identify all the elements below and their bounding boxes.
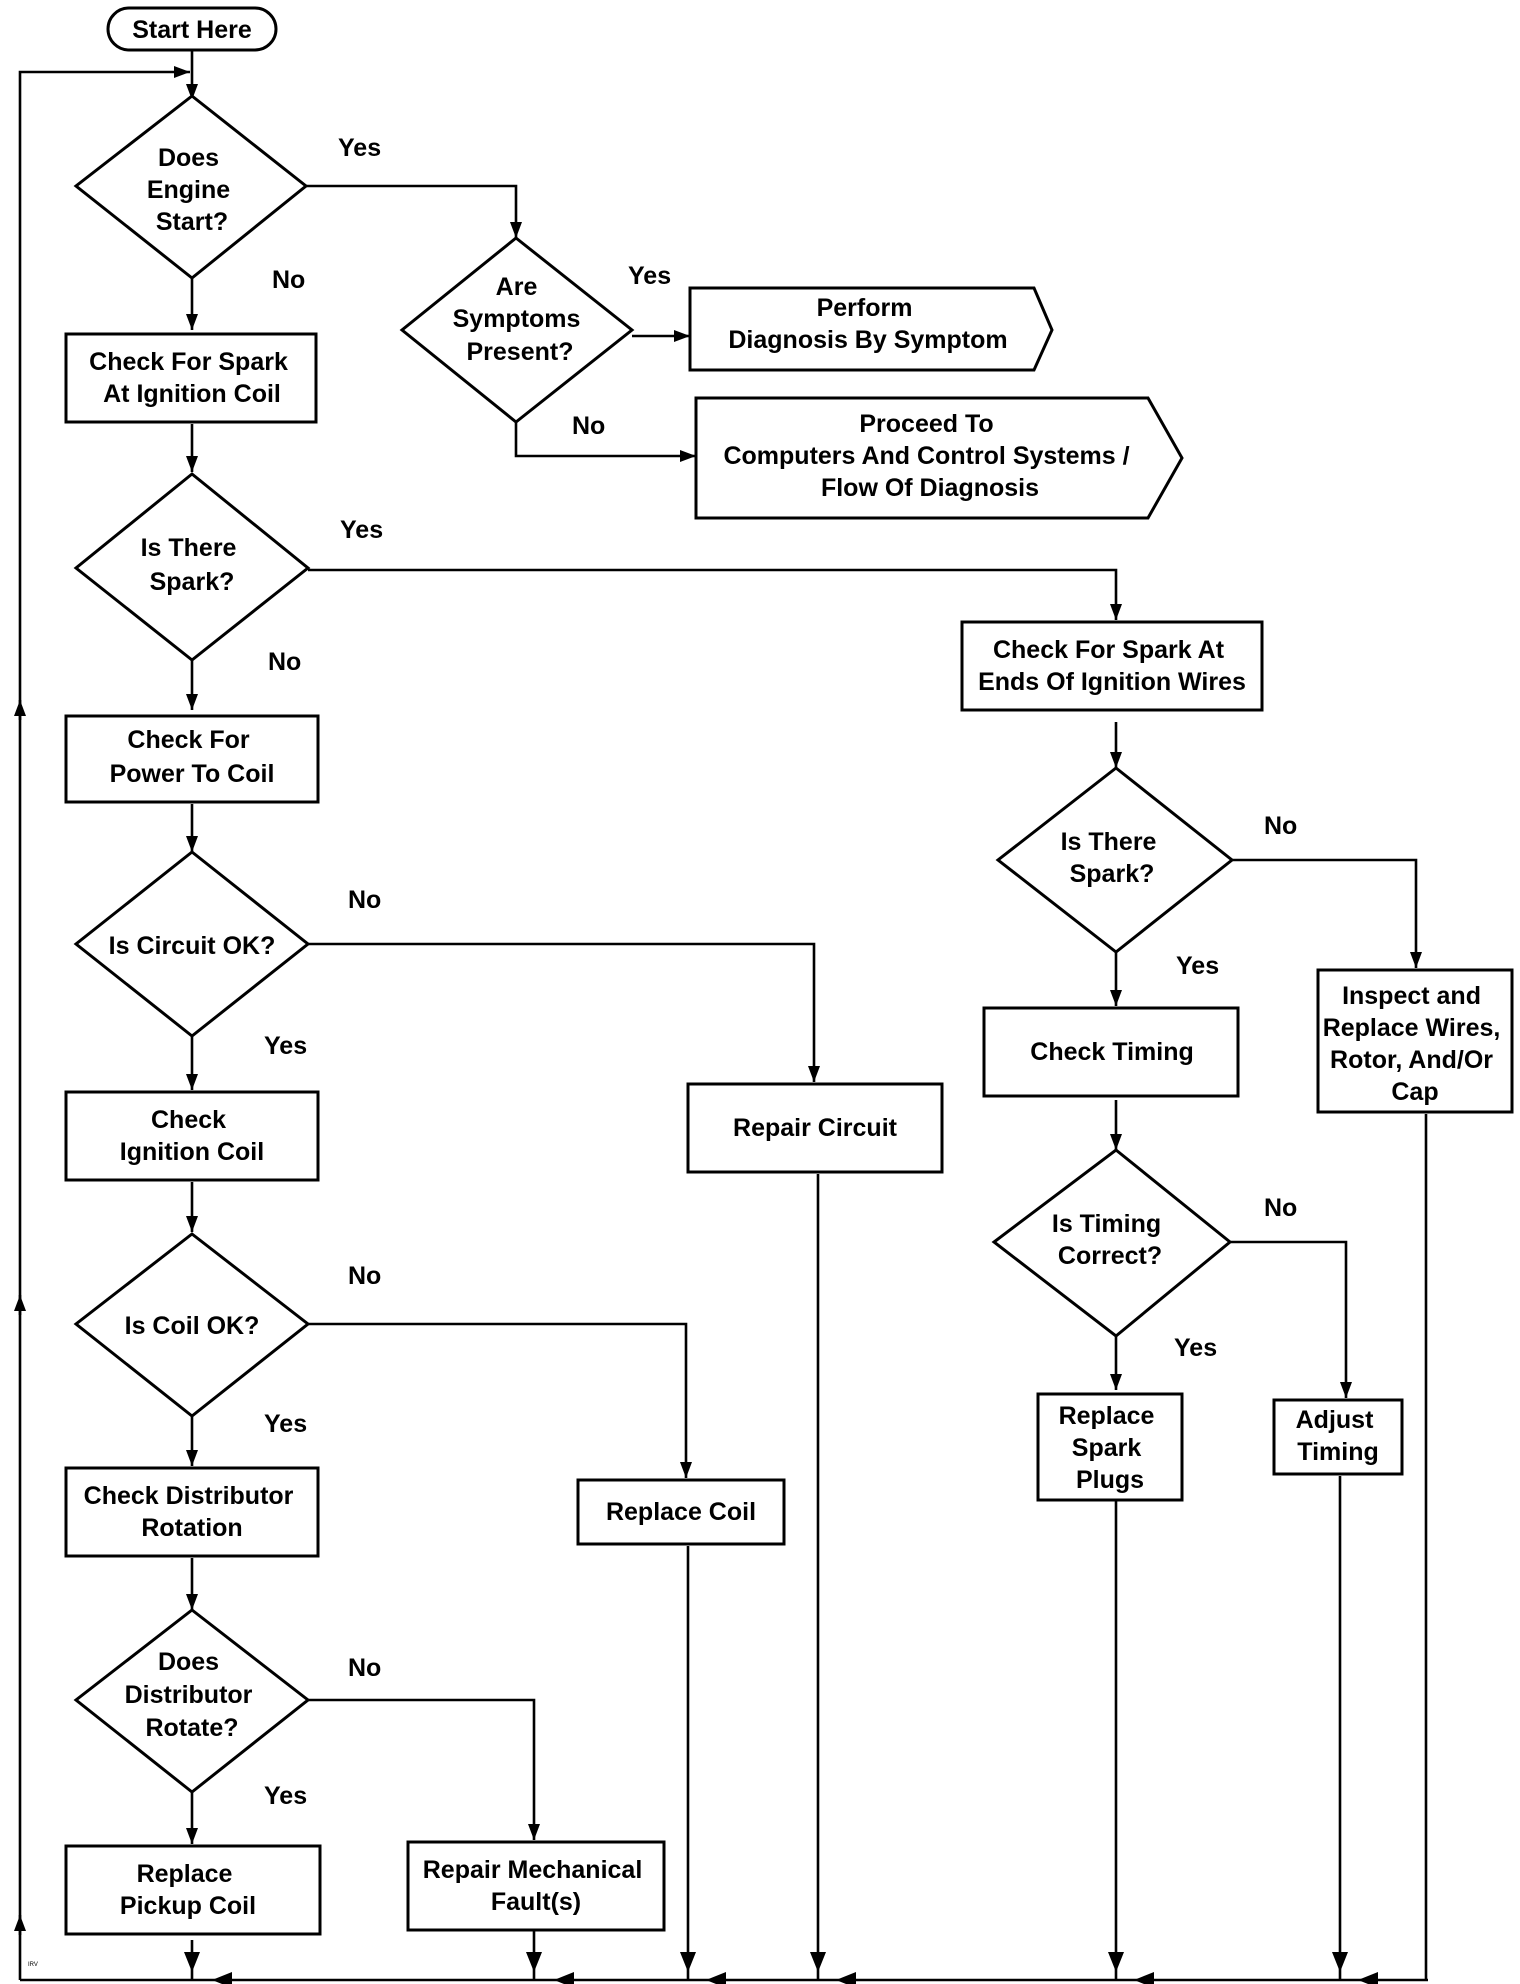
box-replace-pickup-coil	[64, 1844, 322, 1936]
decision-does-distributor-rotate	[73, 1608, 311, 1794]
arrowhead	[836, 1972, 856, 1984]
box-check-distributor-rotation	[64, 1466, 320, 1558]
arrowhead	[810, 1952, 826, 1972]
node-text: Perform Diagnosis By Symptom	[728, 294, 1007, 354]
node-text: Replace Coil	[606, 1498, 756, 1526]
node-text: Repair Circuit	[733, 1114, 898, 1142]
node-text: Inspect and Replace Wires, Rotor, And/Or…	[1323, 982, 1508, 1106]
connector	[308, 568, 1122, 620]
node-text: Are Symptoms Present?	[453, 273, 588, 366]
yes-label: Yes	[264, 1032, 307, 1060]
connectors	[14, 48, 1428, 1984]
arrowhead	[184, 1952, 200, 1972]
arrowhead	[706, 1972, 726, 1984]
no-label: No	[348, 1654, 381, 1682]
box-check-power-coil	[64, 714, 320, 804]
connector	[1232, 858, 1422, 968]
no-label: No	[272, 266, 305, 294]
arrowhead	[1332, 1952, 1348, 1972]
no-label: No	[348, 886, 381, 914]
box-check-ignition-coil	[64, 1090, 320, 1182]
decision-are-symptoms-present	[399, 236, 635, 424]
box-check-spark-wires	[960, 620, 1264, 712]
arrowhead	[1358, 1972, 1378, 1984]
node-text: Check Distributor Rotation	[84, 1482, 301, 1542]
arrowhead	[554, 1972, 574, 1984]
node-text: Is Circuit OK?	[109, 932, 276, 960]
node-text: Repair Mechanical Fault(s)	[423, 1856, 649, 1916]
decision-is-there-spark-2	[995, 766, 1235, 954]
decision-does-engine-start	[73, 94, 309, 280]
yes-label: Yes	[338, 134, 381, 162]
connector	[308, 1322, 692, 1478]
decision-is-there-spark-1	[73, 472, 311, 662]
decision-is-coil-ok	[73, 1232, 311, 1418]
box-replace-coil	[576, 1478, 786, 1546]
yes-label: Yes	[264, 1410, 307, 1438]
yes-label: Yes	[628, 262, 671, 290]
node-text: Replace Pickup Coil	[120, 1860, 256, 1920]
box-check-spark-coil	[64, 332, 318, 424]
node-text: Check For Spark At Ends Of Ignition Wire…	[978, 636, 1246, 696]
yes-label: Yes	[340, 516, 383, 544]
node-text: Adjust Timing	[1296, 1406, 1381, 1466]
loop-return-line	[18, 66, 190, 1980]
connector	[308, 942, 820, 1082]
offpage-perform-diagnosis	[688, 286, 1054, 372]
box-replace-spark-plugs	[1036, 1392, 1184, 1502]
connector	[514, 422, 696, 462]
node-text: Replace Spark Plugs	[1059, 1402, 1162, 1494]
yes-label: Yes	[1176, 952, 1219, 980]
node-text: Is Timing Correct?	[1052, 1210, 1168, 1270]
corner-mark: IRV	[28, 1962, 38, 1968]
start-terminator	[106, 6, 278, 52]
node-text: Is There Spark?	[141, 534, 244, 596]
shapes	[64, 6, 1514, 1936]
connector	[1230, 1240, 1352, 1398]
arrowhead	[1134, 1972, 1154, 1984]
node-text: Check Timing	[1030, 1038, 1193, 1066]
arrowhead	[1108, 1952, 1124, 1972]
box-repair-mechanical	[406, 1840, 666, 1932]
node-text: Check For Spark At Ignition Coil	[89, 348, 295, 408]
arrowhead	[526, 1952, 542, 1972]
box-check-timing	[982, 1006, 1240, 1098]
node-text: Is Coil OK?	[125, 1312, 260, 1340]
branch-labels: Yes No Yes No Yes No No Yes No Yes No Ye…	[264, 134, 1297, 1810]
yes-label: Yes	[264, 1782, 307, 1810]
connector	[306, 184, 522, 238]
yes-label: Yes	[1174, 1334, 1217, 1362]
no-label: No	[268, 648, 301, 676]
box-repair-circuit	[686, 1082, 944, 1174]
no-label: No	[572, 412, 605, 440]
node-text: Proceed To Computers And Control Systems…	[723, 410, 1136, 502]
node-text: Check For Power To Coil	[110, 726, 275, 788]
offpage-proceed-to	[694, 396, 1184, 520]
node-text: Check Ignition Coil	[120, 1106, 264, 1166]
node-text: Does Engine Start?	[147, 144, 237, 236]
shape-text: Start Here Does Engine Start? Check For …	[84, 16, 1508, 1920]
box-adjust-timing	[1272, 1398, 1404, 1476]
start-label: Start Here	[132, 16, 252, 44]
connector	[308, 1698, 540, 1840]
arrowhead	[680, 1952, 696, 1972]
no-label: No	[1264, 1194, 1297, 1222]
decision-is-timing-correct	[991, 1148, 1233, 1338]
no-label: No	[1264, 812, 1297, 840]
node-text: Does Distributor Rotate?	[125, 1648, 260, 1742]
arrowhead	[212, 1972, 232, 1984]
box-inspect-replace	[1316, 968, 1514, 1114]
node-text: Is There Spark?	[1061, 828, 1164, 888]
decision-is-circuit-ok	[73, 850, 311, 1038]
no-label: No	[348, 1262, 381, 1290]
